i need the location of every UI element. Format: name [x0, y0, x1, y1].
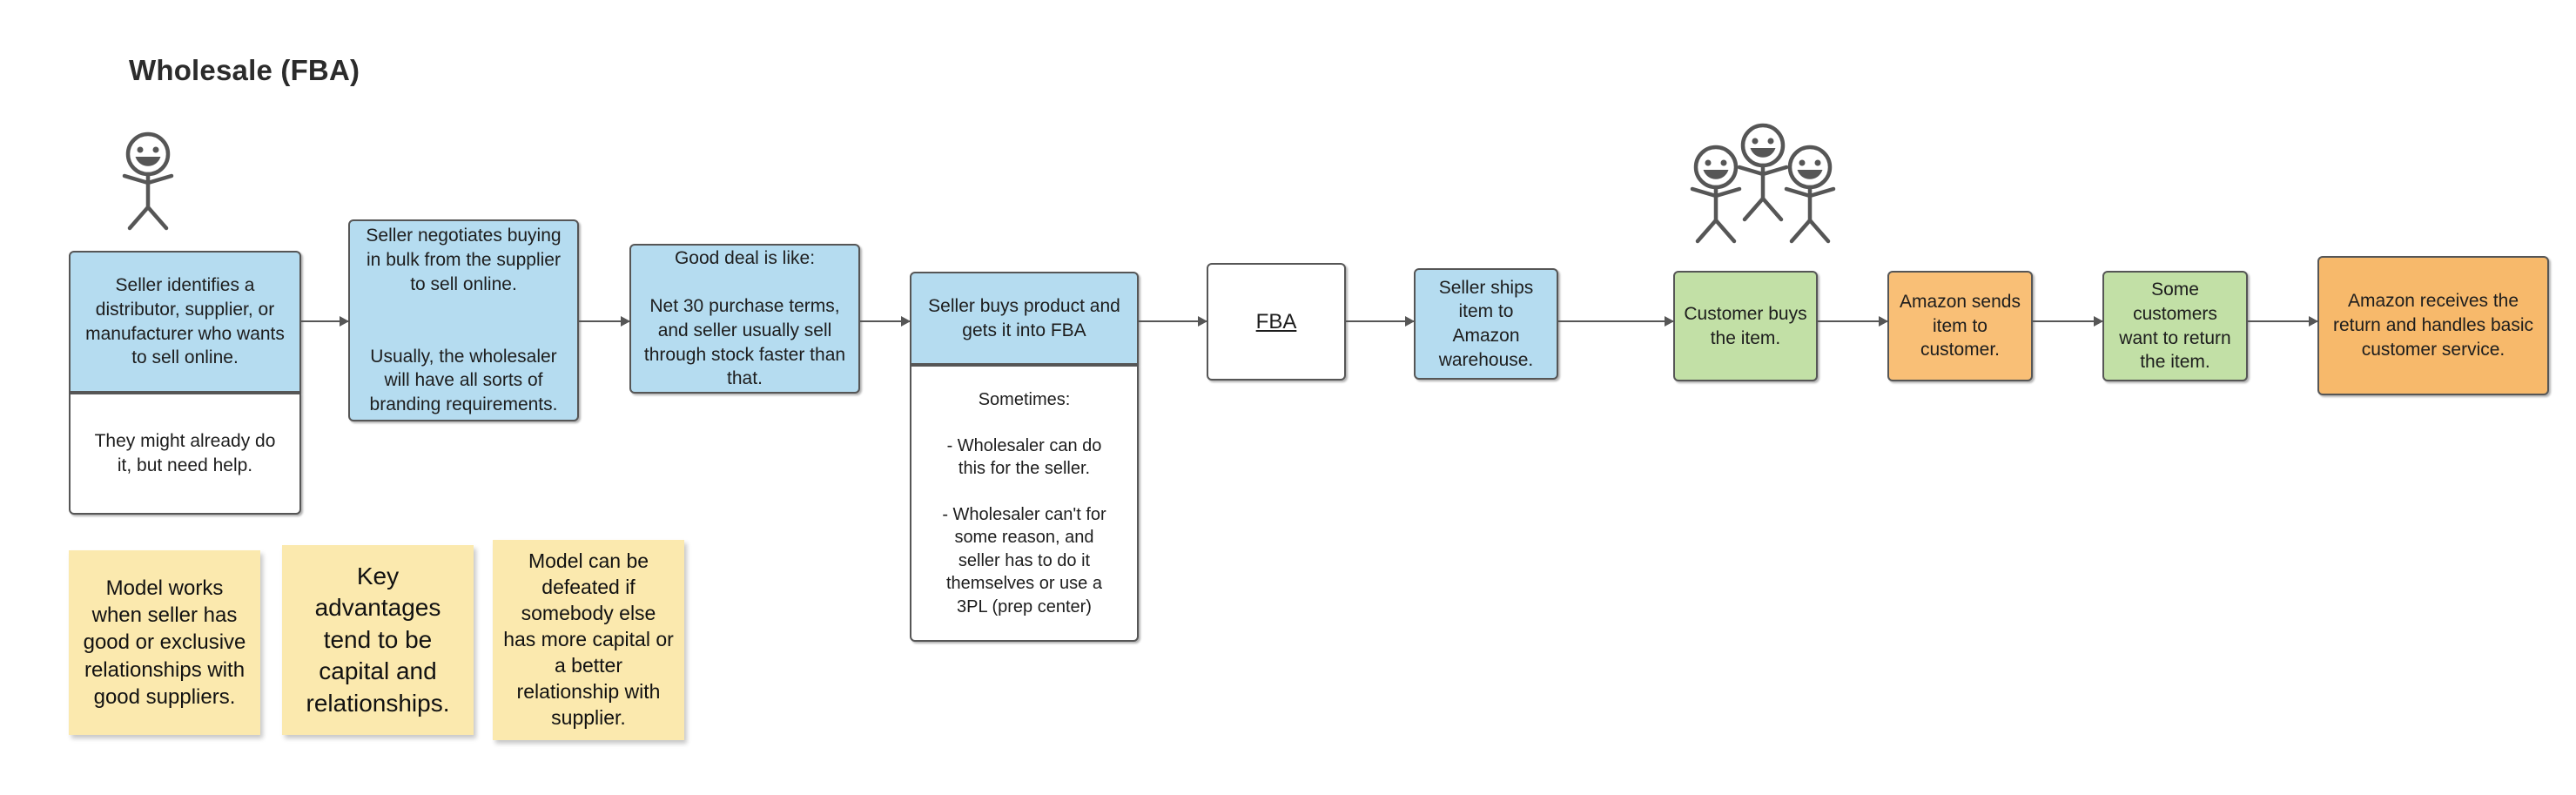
node-some-customers-return[interactable]: Some customers want to return the item.: [2102, 271, 2248, 381]
page-title: Wholesale (FBA): [129, 54, 360, 86]
node-amazon-sends[interactable]: Amazon sends item to customer.: [1887, 271, 2033, 381]
arrow-4: [1139, 316, 1207, 327]
arrow-6: [1558, 316, 1674, 327]
node-good-deal[interactable]: Good deal is like: Net 30 purchase terms…: [629, 244, 860, 394]
arrow-8: [2033, 316, 2103, 327]
sticky-note-model-defeated[interactable]: Model can be defeated if somebody else h…: [493, 540, 684, 740]
sticky-note-model-works[interactable]: Model works when seller has good or excl…: [69, 550, 260, 735]
sticky-note-key-advantages[interactable]: Key advantages tend to be capital and re…: [282, 545, 474, 735]
stick-figure-customers: [1690, 123, 1836, 244]
arrow-1: [301, 316, 349, 327]
node-sometimes[interactable]: Sometimes: - Wholesaler can do this for …: [910, 365, 1139, 642]
arrow-9: [2248, 316, 2318, 327]
node-amazon-receives-return[interactable]: Amazon receives the return and handles b…: [2317, 256, 2549, 395]
node-seller-identifies[interactable]: Seller identifies a distributor, supplie…: [69, 251, 301, 393]
node-customer-buys[interactable]: Customer buys the item.: [1673, 271, 1818, 381]
node-seller-negotiates[interactable]: Seller negotiates buying in bulk from th…: [348, 219, 579, 421]
arrow-7: [1818, 316, 1888, 327]
node-fba[interactable]: FBA: [1207, 263, 1346, 381]
arrow-3: [860, 316, 911, 327]
node-seller-ships[interactable]: Seller ships item to Amazon warehouse.: [1414, 268, 1558, 380]
node-they-might-already-do-it[interactable]: They might already do it, but need help.: [69, 393, 301, 515]
arrow-2: [579, 316, 630, 327]
stick-figure-seller: [122, 131, 174, 231]
node-seller-buys-product[interactable]: Seller buys product and gets it into FBA: [910, 272, 1139, 365]
arrow-5: [1346, 316, 1415, 327]
